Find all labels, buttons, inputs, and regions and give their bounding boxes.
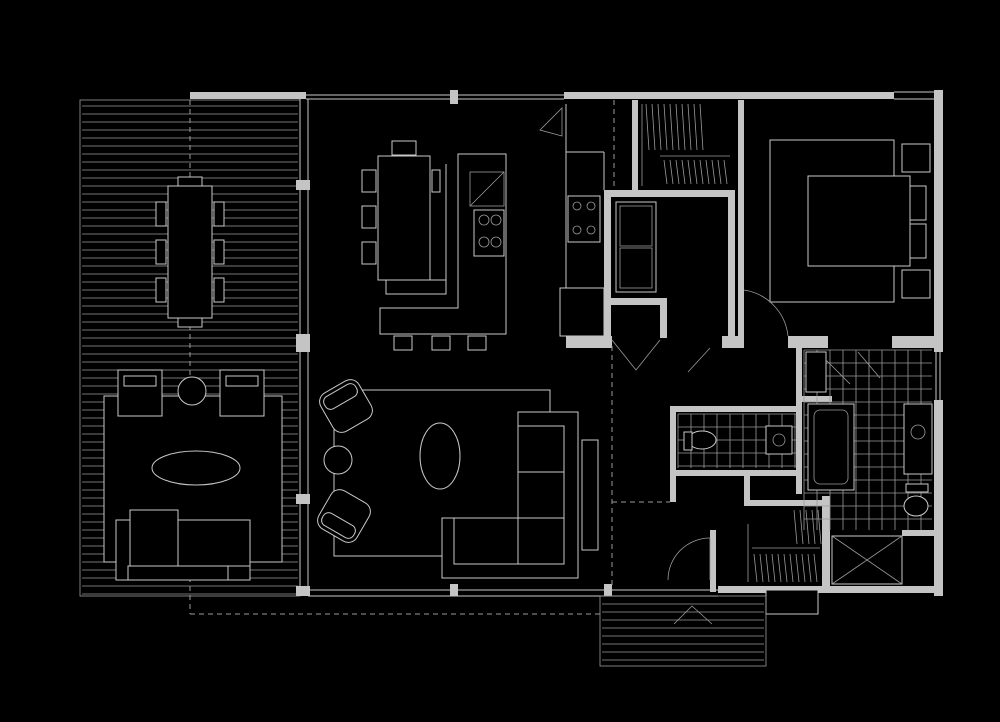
- entry: [599, 537, 767, 667]
- door-swing-icon: [539, 107, 563, 137]
- door-swing-icon: [667, 537, 711, 581]
- outdoor-chair: [155, 239, 167, 265]
- closet-hangers: [753, 509, 822, 583]
- door-swing-icon: [611, 339, 661, 371]
- closet-hangers: [645, 103, 728, 185]
- entry-closet-bump: [765, 589, 819, 615]
- outdoor-armchair: [117, 369, 163, 417]
- outdoor-sofa: [115, 509, 251, 581]
- primary-bedroom: [743, 139, 931, 337]
- powder-room: [677, 413, 796, 468]
- door-swing-icon: [825, 359, 851, 385]
- outdoor-chair: [155, 277, 167, 303]
- sectional-sofa: [441, 411, 579, 579]
- dining-chair: [431, 169, 441, 193]
- oval-coffee-table: [419, 422, 461, 490]
- round-side-table: [323, 445, 353, 475]
- bathtub: [807, 403, 855, 491]
- dining-chair: [361, 205, 377, 229]
- vanity: [765, 425, 793, 455]
- pillow: [909, 185, 927, 221]
- kitchen-sink: [567, 195, 601, 243]
- entry-closet: [747, 509, 822, 583]
- door-swing-icon: [857, 351, 881, 379]
- toilet: [903, 495, 929, 517]
- washer: [615, 201, 657, 293]
- dining-table: [361, 140, 441, 281]
- outdoor-chair: [155, 201, 167, 227]
- console: [581, 439, 599, 551]
- dining-chair: [361, 169, 377, 193]
- pillow: [909, 223, 927, 259]
- outdoor-chair: [213, 239, 225, 265]
- side-table: [177, 376, 207, 406]
- lounge-chair: [317, 489, 371, 543]
- dining-chair: [391, 140, 417, 156]
- outdoor-chair: [213, 201, 225, 227]
- primary-bath: [803, 349, 933, 585]
- oval-coffee-table: [151, 450, 241, 486]
- outdoor-chair: [213, 277, 225, 303]
- outdoor-dining-table: [155, 176, 225, 328]
- hall-closet: [641, 103, 730, 186]
- kitchen-counter: [539, 100, 615, 337]
- deck: [79, 99, 600, 615]
- lounge-chair: [319, 379, 373, 433]
- outdoor-armchair: [219, 369, 265, 417]
- door-swing-icon: [743, 289, 789, 337]
- bar-stool: [431, 335, 451, 351]
- exterior-walls: [190, 90, 943, 597]
- living-area: [317, 379, 599, 579]
- interior-walls: [566, 100, 936, 615]
- nightstand: [901, 143, 931, 173]
- linen-cabinet: [805, 351, 827, 393]
- kitchen-island: [379, 153, 507, 351]
- door-swing-icon: [687, 347, 711, 373]
- nightstand: [901, 269, 931, 299]
- cooktop-icon: [473, 209, 505, 257]
- stair-icon: [599, 595, 767, 667]
- dining-chair: [361, 241, 377, 265]
- bar-stool: [393, 335, 413, 351]
- bar-stool: [467, 335, 487, 351]
- laundry: [611, 201, 711, 373]
- bed: [807, 175, 911, 267]
